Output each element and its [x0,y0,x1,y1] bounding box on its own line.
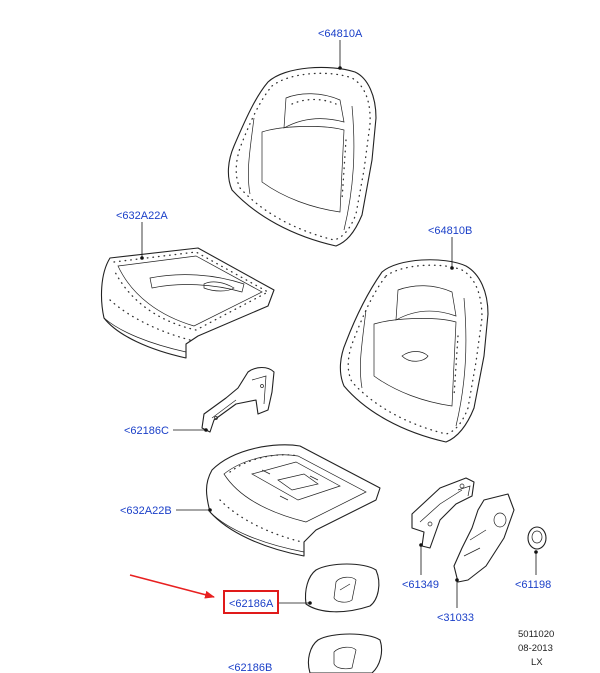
part-632a22b-drawing [205,444,381,557]
part-64810b-drawing [339,259,489,443]
reference-number: 5011020 [518,629,554,640]
part-62186a-drawing [304,563,380,613]
label-64810b[interactable]: <64810B [428,225,472,237]
label-64810a[interactable]: <64810A [318,28,363,40]
part-61349-drawing [411,477,475,549]
pointer-arrow [129,574,215,599]
label-632a22b[interactable]: <632A22B [120,505,172,517]
part-632a22a-drawing [100,247,275,359]
part-31033-drawing [453,493,515,583]
label-62186a[interactable]: <62186A [229,598,274,610]
label-62186c[interactable]: <62186C [124,425,169,437]
label-61349[interactable]: <61349 [402,579,439,591]
label-61198[interactable]: <61198 [515,579,551,591]
leader-lines [140,40,538,608]
label-632a22a[interactable]: <632A22A [116,210,168,222]
reference-date: 08-2013 [518,643,553,654]
part-62186b-drawing [307,633,383,673]
label-62186b[interactable]: <62186B [228,662,272,673]
part-62186c-drawing [201,366,275,433]
part-61198-drawing [527,526,547,550]
reference-code: LX [531,657,543,668]
highlight-box [223,590,279,614]
part-64810a-drawing [227,66,377,247]
label-31033[interactable]: <31033 [437,612,474,624]
